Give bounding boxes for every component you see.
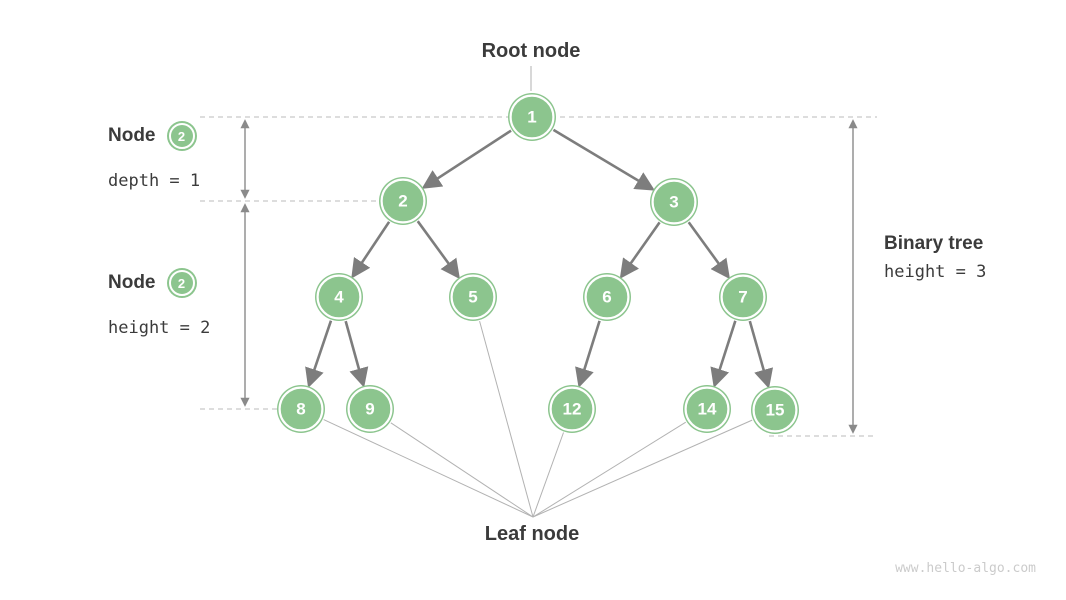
edge-2-4: [351, 221, 391, 279]
binary-tree-annotation-title: Binary tree: [884, 233, 984, 254]
edge-3-6: [619, 221, 661, 279]
node-inner-ring-14: [684, 386, 730, 432]
tree-node-5: 5: [449, 273, 497, 321]
leaf-line-12: [532, 432, 564, 518]
node-value-8: 8: [296, 400, 305, 419]
dashed-guide-lines: [200, 116, 877, 437]
node-value-2: 2: [398, 192, 407, 211]
node-value-4: 4: [334, 288, 344, 307]
node-circle-14: [683, 385, 731, 433]
node-circle-4: [315, 273, 363, 321]
node-value-12: 12: [563, 400, 582, 419]
tree-node-12: 12: [548, 385, 596, 433]
leaf-line-15: [532, 419, 753, 518]
edge-2-5: [416, 220, 460, 280]
tree-node-15: 15: [751, 386, 799, 434]
depth-annotation-title: Node: [108, 125, 156, 146]
height-annotation-node-badge: 2: [168, 270, 195, 296]
node-circle-1: [508, 93, 556, 141]
depth-annotation-node-badge: 2: [168, 123, 195, 149]
tree-edges: [305, 128, 774, 389]
node-value-7: 7: [738, 288, 747, 307]
tree-node-8: 8: [277, 385, 325, 433]
leaf-line-5: [479, 320, 534, 518]
node-inner-ring-3: [651, 179, 697, 225]
node-value-5: 5: [468, 288, 477, 307]
leaf-pointer-lines: [323, 320, 753, 518]
node-value-14: 14: [698, 400, 717, 419]
node-inner-ring-12: [549, 386, 595, 432]
height-annotation-title: Node: [108, 272, 156, 293]
height-annotation: Node 2: [108, 270, 195, 296]
tree-node-2: 2: [379, 177, 427, 225]
node-inner-ring-5: [450, 274, 496, 320]
node-inner-ring-1: [509, 94, 555, 140]
tree-node-14: 14: [683, 385, 731, 433]
node-inner-ring-15: [752, 387, 798, 433]
node-inner-ring-2: [380, 178, 426, 224]
tree-node-1: 1: [508, 93, 556, 141]
tree-node-7: 7: [719, 273, 767, 321]
node-circle-15: [751, 386, 799, 434]
leaf-node-label: Leaf node: [484, 523, 580, 545]
node-value-9: 9: [365, 400, 374, 419]
node-inner-ring-6: [584, 274, 630, 320]
node-circle-12: [548, 385, 596, 433]
node-value-3: 3: [669, 193, 678, 212]
height-formula: height = 2: [108, 318, 211, 338]
leaf-line-14: [532, 421, 687, 518]
node-circle-7: [719, 273, 767, 321]
node-circle-8: [277, 385, 325, 433]
node-circle-3: [650, 178, 698, 226]
edge-4-8: [305, 320, 333, 389]
leaf-line-8: [323, 419, 534, 518]
edge-1-2: [421, 129, 512, 189]
node-inner-ring-8: [278, 386, 324, 432]
site-watermark: www.hello-algo.com: [895, 561, 1036, 576]
measure-arrows: [240, 119, 858, 434]
node-circle-2: [379, 177, 427, 225]
node-circle-9: [346, 385, 394, 433]
tree-node-6: 6: [583, 273, 631, 321]
binary-tree-height-formula: height = 3: [884, 262, 987, 282]
tree-node-4: 4: [315, 273, 363, 321]
root-node-label: Root node: [481, 40, 581, 62]
edge-6-12: [575, 320, 601, 388]
leaf-line-9: [390, 422, 534, 518]
node-value-15: 15: [766, 401, 785, 420]
edge-3-7: [687, 221, 730, 280]
edge-1-3: [552, 128, 655, 191]
depth-formula: depth = 1: [108, 171, 201, 191]
edge-7-14: [710, 320, 737, 388]
node-value-6: 6: [602, 288, 611, 307]
node-circle-5: [449, 273, 497, 321]
node-inner-ring-4: [316, 274, 362, 320]
depth-annotation: Node 2: [108, 123, 195, 149]
node-inner-ring-9: [347, 386, 393, 432]
tree-node-9: 9: [346, 385, 394, 433]
node-circle-6: [583, 273, 631, 321]
edge-7-15: [748, 320, 774, 389]
tree-node-3: 3: [650, 178, 698, 226]
edge-4-9: [344, 320, 369, 388]
node-inner-ring-7: [720, 274, 766, 320]
node-value-1: 1: [527, 108, 536, 127]
